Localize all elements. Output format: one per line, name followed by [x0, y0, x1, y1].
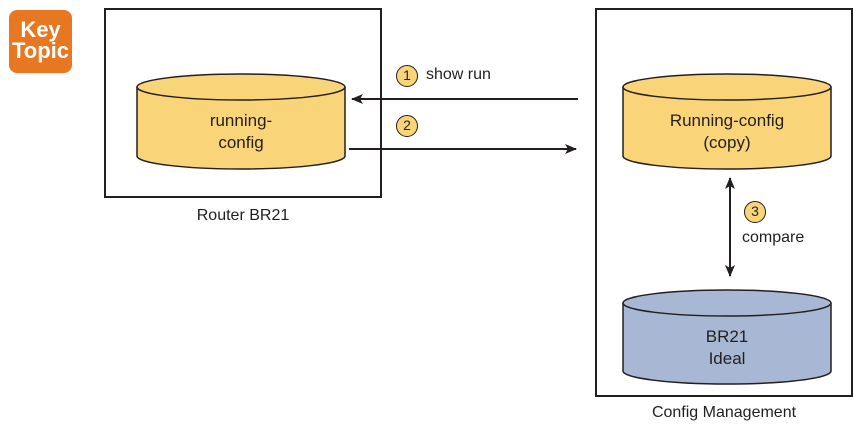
running-config-copy-label: Running-config (copy) [623, 110, 831, 154]
key-topic-line2: Topic [11, 38, 70, 63]
running-config-copy-label-line1: Running-config [669, 111, 785, 130]
step-1-badge: 1 [396, 65, 418, 87]
config-management-caption: Config Management [651, 404, 797, 421]
br21-ideal-label: BR21 Ideal [623, 326, 831, 370]
running-config-database [136, 73, 346, 170]
step-3-badge: 3 [744, 201, 766, 223]
br21-ideal-label-line2: Ideal [708, 349, 746, 368]
key-topic-line1: Key [20, 17, 61, 42]
step-3-label: compare [742, 229, 805, 246]
key-topic-badge: Key Topic [9, 10, 72, 73]
running-config-copy-label-line2: (copy) [703, 133, 751, 152]
br21-ideal-database [622, 289, 832, 385]
router-box [104, 8, 382, 198]
router-caption: Router BR21 [196, 207, 290, 224]
step-1-label: show run [426, 66, 491, 83]
br21-ideal-label-line1: BR21 [705, 327, 749, 346]
running-config-label-line2: config [218, 133, 264, 152]
config-management-box [595, 8, 853, 397]
running-config-label: running- config [137, 110, 345, 154]
step-2-badge: 2 [396, 115, 418, 137]
running-config-label-line1: running- [209, 111, 273, 130]
running-config-copy-database [622, 73, 832, 170]
